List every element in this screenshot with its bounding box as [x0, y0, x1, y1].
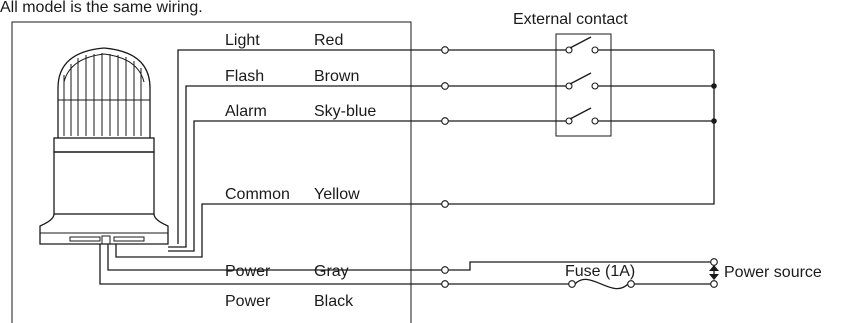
wire-function-common: Common	[225, 186, 290, 203]
lamp-lens-ribs	[63, 53, 142, 136]
contact-switch-1	[560, 36, 714, 54]
wire-color-sky-blue: Sky-blue	[314, 103, 376, 120]
wire-alarm	[168, 117, 560, 252]
power-source-label: Power source	[724, 264, 822, 281]
fuse-label: Fuse (1A)	[565, 263, 635, 280]
lamp-body	[53, 151, 155, 215]
wire-function-flash: Flash	[225, 68, 264, 85]
wire-color-brown: Brown	[314, 68, 359, 85]
wire-color-red: Red	[314, 32, 343, 49]
fuse-symbol	[574, 278, 629, 290]
wire-common	[115, 50, 715, 258]
wire-power-black	[99, 244, 718, 290]
contact-switch-2	[560, 72, 714, 90]
power-source-arrow	[709, 265, 719, 280]
wire-function-alarm: Alarm	[225, 103, 267, 120]
wire-function-power-gray: Power	[225, 263, 271, 280]
wire-color-black: Black	[314, 293, 354, 310]
wire-function-light: Light	[225, 32, 260, 49]
caption: All model is the same wiring.	[0, 0, 203, 16]
wire-light	[177, 46, 560, 244]
wire-function-power-black: Power	[225, 293, 271, 310]
lamp-dome	[57, 47, 151, 138]
junction-dot	[711, 83, 717, 89]
external-contact-box	[555, 33, 714, 137]
wire-color-gray: Gray	[314, 263, 349, 280]
junction-dot	[711, 118, 717, 124]
wire-power-gray	[107, 244, 718, 274]
lamp-base	[39, 213, 169, 245]
wire-color-yellow: Yellow	[314, 186, 360, 203]
contact-switch-3	[560, 107, 714, 125]
signal-tower-lamp	[39, 47, 169, 245]
wire-flash	[168, 82, 560, 248]
unit-frame	[11, 21, 412, 323]
lamp-collar	[53, 137, 155, 153]
external-contact-label: External contact	[513, 11, 628, 28]
